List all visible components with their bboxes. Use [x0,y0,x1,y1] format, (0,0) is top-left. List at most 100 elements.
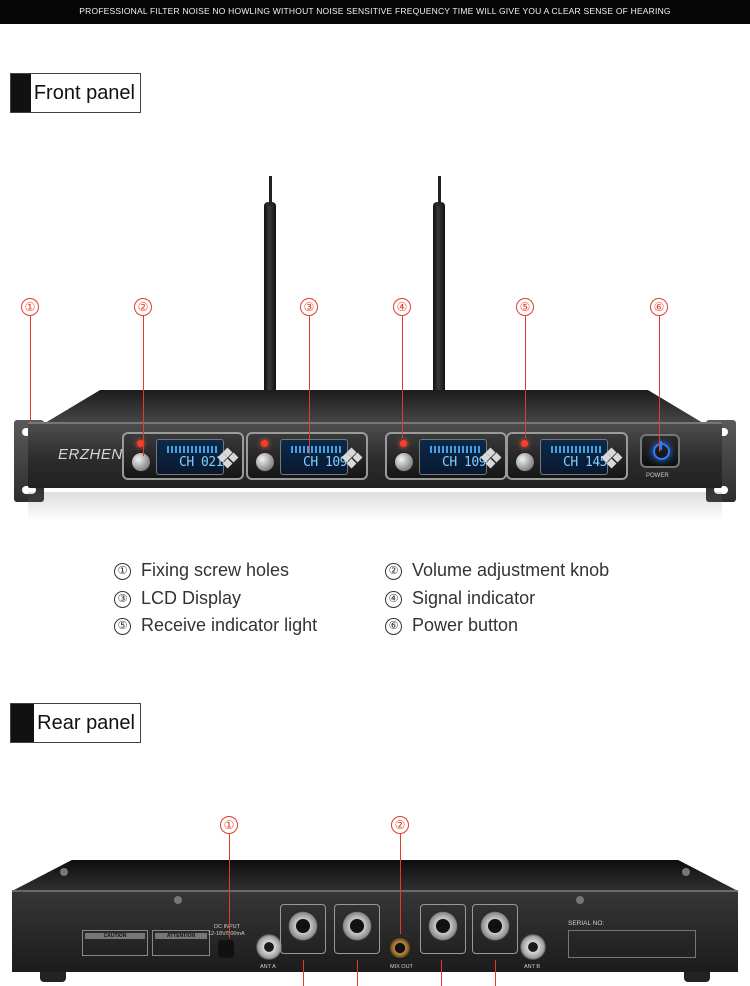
heading-bar [11,704,35,742]
rear-panel-illustration: CAUTION ATTENTION DC INPUT 12-18V/500mA … [0,810,750,986]
channel-4: CH 145 [506,432,628,480]
callout-line [402,316,403,438]
front-panel-title: Front panel [33,82,135,104]
legend-item: ① Fixing screw holes [114,560,289,581]
ant-a-label: ANT A [260,964,276,970]
callout-1: ① [21,298,39,316]
lcd-display: CH 021 [156,439,224,475]
rear-panel-heading: Rear panel [10,703,141,743]
nav-pad[interactable] [217,447,239,469]
serial-box [568,930,696,958]
banner-text: PROFESSIONAL FILTER NOISE NO HOWLING WIT… [79,6,671,16]
xlr-output-2 [334,904,380,954]
callout-line [357,960,358,986]
legend-label: Volume adjustment knob [412,560,610,580]
channel-readout: CH 021 [179,455,223,470]
xlr-output-4 [472,904,518,954]
callout-line [659,316,660,452]
attention-heading: ATTENTION [155,933,207,939]
rear-callout-1: ① [220,816,238,834]
screw [60,868,68,876]
legend-label: Fixing screw holes [141,560,290,580]
heading-bar [11,74,31,112]
channel-readout: CH 145 [563,455,607,470]
screw [682,868,690,876]
callout-line [30,316,31,422]
screw [576,896,584,904]
antenna-a-connector[interactable] [256,934,282,960]
ant-b-label: ANT B [524,964,541,970]
xlr-connector[interactable] [427,910,459,942]
callout-line [441,960,442,986]
caution-label: CAUTION [82,930,148,956]
volume-knob[interactable] [131,452,151,472]
receive-led [261,440,268,447]
screw [174,896,182,904]
legend-number: ⑥ [385,618,402,635]
channel-1: CH 021 [122,432,244,480]
receive-led [521,440,528,447]
xlr-connector[interactable] [287,910,319,942]
legend-label: LCD Display [141,588,242,608]
channel-readout: CH 109 [442,455,486,470]
volume-knob[interactable] [394,452,414,472]
nav-pad[interactable] [480,447,502,469]
callout-2: ② [134,298,152,316]
dc-input-label: DC INPUT [214,924,240,930]
volume-knob[interactable] [515,452,535,472]
legend-number: ④ [385,591,402,608]
dc-input-jack[interactable] [218,940,234,958]
xlr-connector[interactable] [341,910,373,942]
foot [684,972,710,982]
caution-heading: CAUTION [85,933,145,939]
front-panel-illustration: ERZHEN CH 021 CH 109 CH 109 CH 145 [0,170,750,530]
receive-led [137,440,144,447]
screw-hole [22,486,36,494]
reflection [28,492,722,522]
callout-line [229,834,230,938]
nav-pad[interactable] [341,447,363,469]
legend-number: ③ [114,591,131,608]
callout-line [303,960,304,986]
channel-readout: CH 109 [303,455,347,470]
legend-number: ① [114,563,131,580]
callout-3: ③ [300,298,318,316]
power-label: POWER [646,473,669,479]
top-banner: PROFESSIONAL FILTER NOISE NO HOWLING WIT… [0,0,750,24]
legend-item: ⑤ Receive indicator light [114,615,317,636]
antenna-b-connector[interactable] [520,934,546,960]
xlr-output-3 [420,904,466,954]
lcd-display: CH 109 [280,439,348,475]
volume-knob[interactable] [255,452,275,472]
callout-line [525,316,526,438]
rear-chassis-top [14,860,736,890]
mix-out-label: MIX OUT [390,964,413,970]
channel-2: CH 109 [246,432,368,480]
xlr-connector[interactable] [479,910,511,942]
rear-callout-2: ② [391,816,409,834]
legend-number: ⑤ [114,618,131,635]
rear-panel-title: Rear panel [37,712,135,734]
chassis-top [40,390,708,426]
antenna-right [433,176,445,427]
callout-4: ④ [393,298,411,316]
legend-item: ③ LCD Display [114,588,241,609]
front-panel-heading: Front panel [10,73,141,113]
lcd-display: CH 109 [419,439,487,475]
callout-line [143,316,144,456]
legend-label: Receive indicator light [141,615,318,635]
callout-line [309,316,310,454]
xlr-output-1 [280,904,326,954]
callout-line [400,834,401,934]
callout-5: ⑤ [516,298,534,316]
rear-face: CAUTION ATTENTION DC INPUT 12-18V/500mA … [12,890,738,972]
mix-out-jack[interactable] [390,938,410,958]
legend-item: ⑥ Power button [385,615,518,636]
legend-label: Power button [412,615,519,635]
power-button[interactable] [640,434,680,468]
legend-item: ④ Signal indicator [385,588,535,609]
lcd-display: CH 145 [540,439,608,475]
nav-pad[interactable] [601,447,623,469]
legend-label: Signal indicator [412,588,536,608]
front-face: ERZHEN CH 021 CH 109 CH 109 CH 145 [28,422,722,488]
